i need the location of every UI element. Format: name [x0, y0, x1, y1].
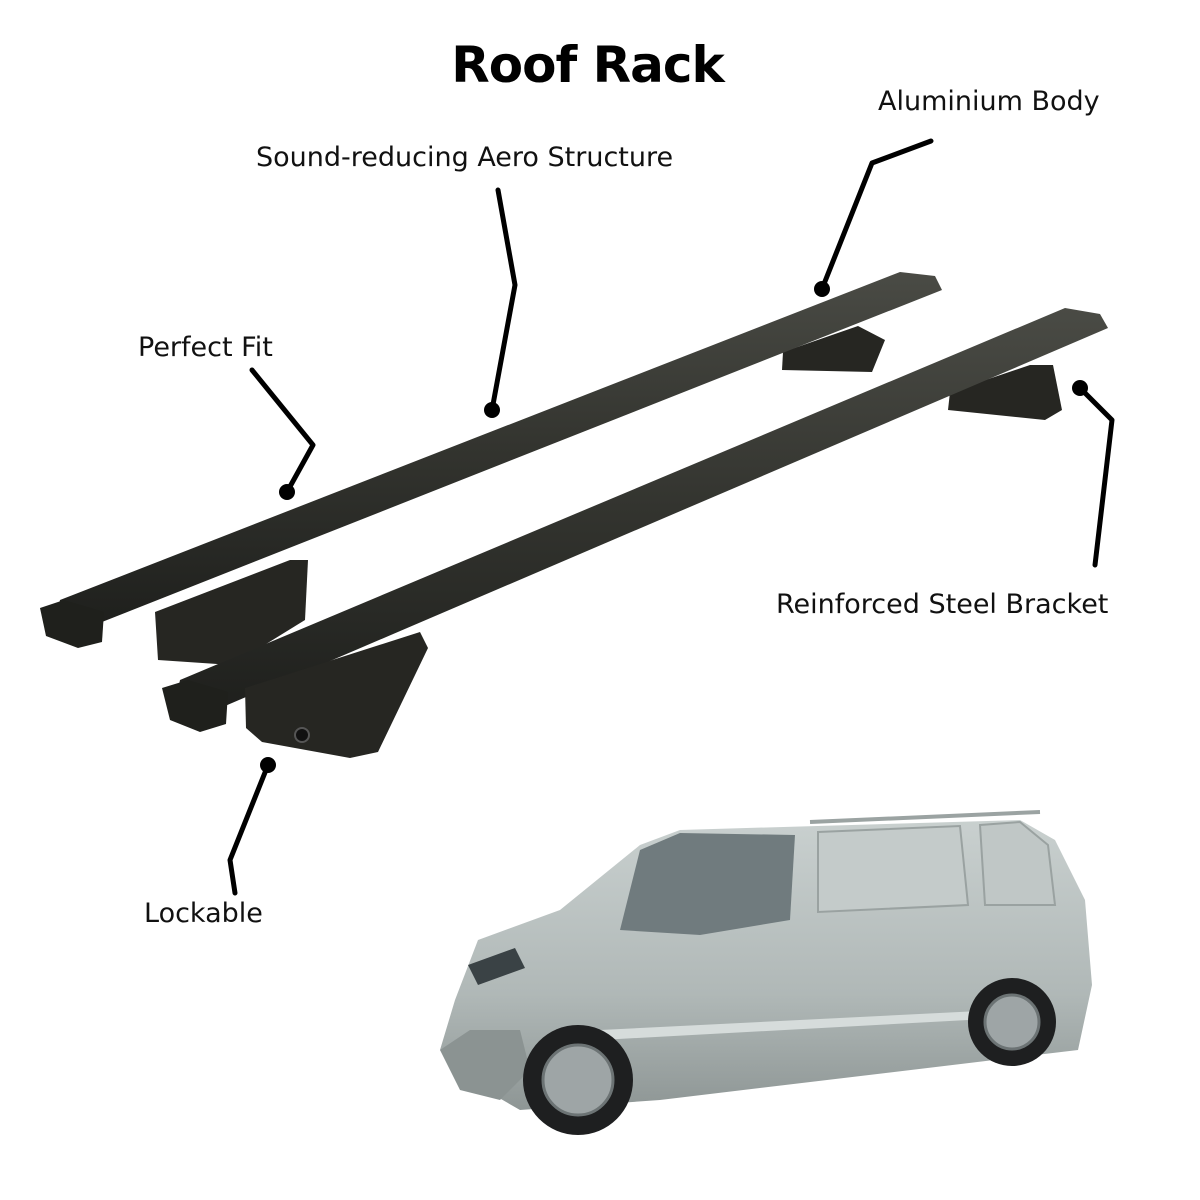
callout-leaders [227, 138, 1115, 896]
callout-dots [260, 281, 1088, 773]
rear-bar-left-foot [155, 560, 308, 665]
leader-steel-bracket [1077, 385, 1115, 568]
front-bar-left-foot [245, 632, 428, 758]
rear-bar-right-foot [782, 326, 885, 372]
van-illustration [440, 810, 1092, 1135]
van-rear-panel [978, 820, 1057, 906]
van-front-wheel [541, 1043, 615, 1117]
front-bar-end-cap [162, 680, 228, 732]
leader-perfect-fit [249, 367, 316, 495]
front-bar-profile [175, 308, 1108, 706]
diagram-title: Roof Rack [451, 36, 725, 94]
callout-lockable: Lockable [144, 898, 263, 929]
callout-aero-structure: Sound-reducing Aero Structure [256, 142, 674, 173]
callout-steel-bracket: Reinforced Steel Bracket [776, 589, 1109, 620]
lock-cylinder [294, 727, 310, 743]
van-rear-wheel [983, 993, 1041, 1051]
van-front-window [620, 833, 795, 935]
van-headlight [468, 948, 525, 985]
callout-perfect-fit: Perfect Fit [138, 332, 273, 363]
leader-lockable [227, 762, 271, 896]
dot-lockable [260, 757, 276, 773]
leader-aero-structure [489, 187, 518, 413]
van-side-trim [600, 1008, 1042, 1040]
front-crossbar [162, 308, 1108, 758]
van-front-bumper [440, 1030, 530, 1100]
callout-aluminium-body: Aluminium Body [878, 86, 1100, 117]
dot-perfect-fit [279, 484, 295, 500]
van-side-panel [817, 824, 970, 914]
front-bar-right-foot [948, 365, 1062, 420]
leader-aluminium-body [819, 138, 934, 292]
dot-aero-structure [484, 402, 500, 418]
dot-steel-bracket [1072, 380, 1088, 396]
rear-crossbar [40, 272, 942, 665]
rear-bar-profile [55, 272, 942, 622]
dot-aluminium-body [814, 281, 830, 297]
van-roof-rail [809, 810, 1041, 824]
rear-bar-end-cap [40, 600, 104, 648]
